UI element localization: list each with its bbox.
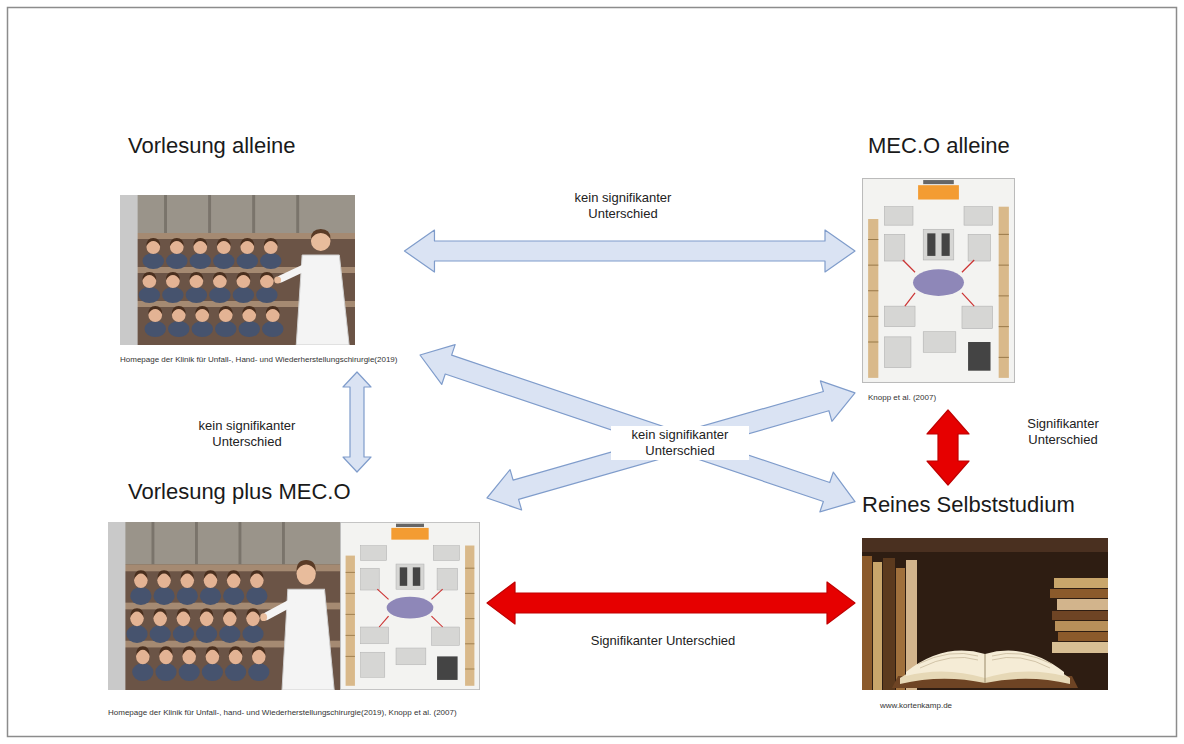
comparison-arrow bbox=[487, 582, 855, 624]
lecture-photo bbox=[120, 195, 355, 345]
group-heading: Reines Selbststudium bbox=[862, 492, 1108, 518]
figure-group: Reines Selbststudium www.kortenkamp.de bbox=[862, 492, 1108, 711]
comparison-arrow bbox=[420, 345, 855, 512]
figure-group: Vorlesung alleineHomepage der Klinik für… bbox=[120, 133, 397, 365]
comparison-arrow bbox=[927, 410, 969, 485]
group-heading: Vorlesung plus MEC.O bbox=[108, 479, 480, 505]
source-citation: Homepage der Klinik für Unfall-, Hand- u… bbox=[120, 354, 397, 365]
arrow-label: kein signifikanter Unterschied bbox=[178, 417, 316, 451]
arrow-label: kein signifikanter Unterschied bbox=[611, 426, 749, 460]
group-heading: MEC.O alleine bbox=[862, 133, 1015, 159]
slide-frame bbox=[8, 8, 1177, 737]
comparison-arrow bbox=[343, 372, 371, 472]
figure-group: Vorlesung plus MEC.O Homepage der Klinik … bbox=[108, 479, 480, 718]
image-area bbox=[862, 159, 1015, 382]
arrow-label: Signifikanter Unterschied bbox=[1004, 415, 1122, 449]
source-citation: Knopp et al. (2007) bbox=[862, 392, 1015, 403]
group-heading: Vorlesung alleine bbox=[120, 133, 397, 159]
books-photo bbox=[862, 538, 1108, 690]
source-citation: www.kortenkamp.de bbox=[862, 700, 1108, 711]
figure-group: MEC.O alleineKnopp et al. (2007) bbox=[862, 133, 1015, 403]
image-area bbox=[120, 159, 355, 344]
arrow-label: kein signifikanter Unterschied bbox=[549, 189, 697, 223]
arrow-label: Signifikanter Unterschied bbox=[587, 632, 740, 650]
comparison-arrow bbox=[404, 230, 855, 272]
image-area bbox=[862, 518, 1108, 690]
comparison-arrow bbox=[487, 381, 855, 510]
lecture-photo bbox=[108, 522, 340, 690]
source-citation: Homepage der Klinik für Unfall-, hand- u… bbox=[108, 707, 480, 718]
model-poster bbox=[340, 522, 479, 689]
model-poster bbox=[863, 179, 1015, 383]
image-area bbox=[108, 505, 480, 690]
